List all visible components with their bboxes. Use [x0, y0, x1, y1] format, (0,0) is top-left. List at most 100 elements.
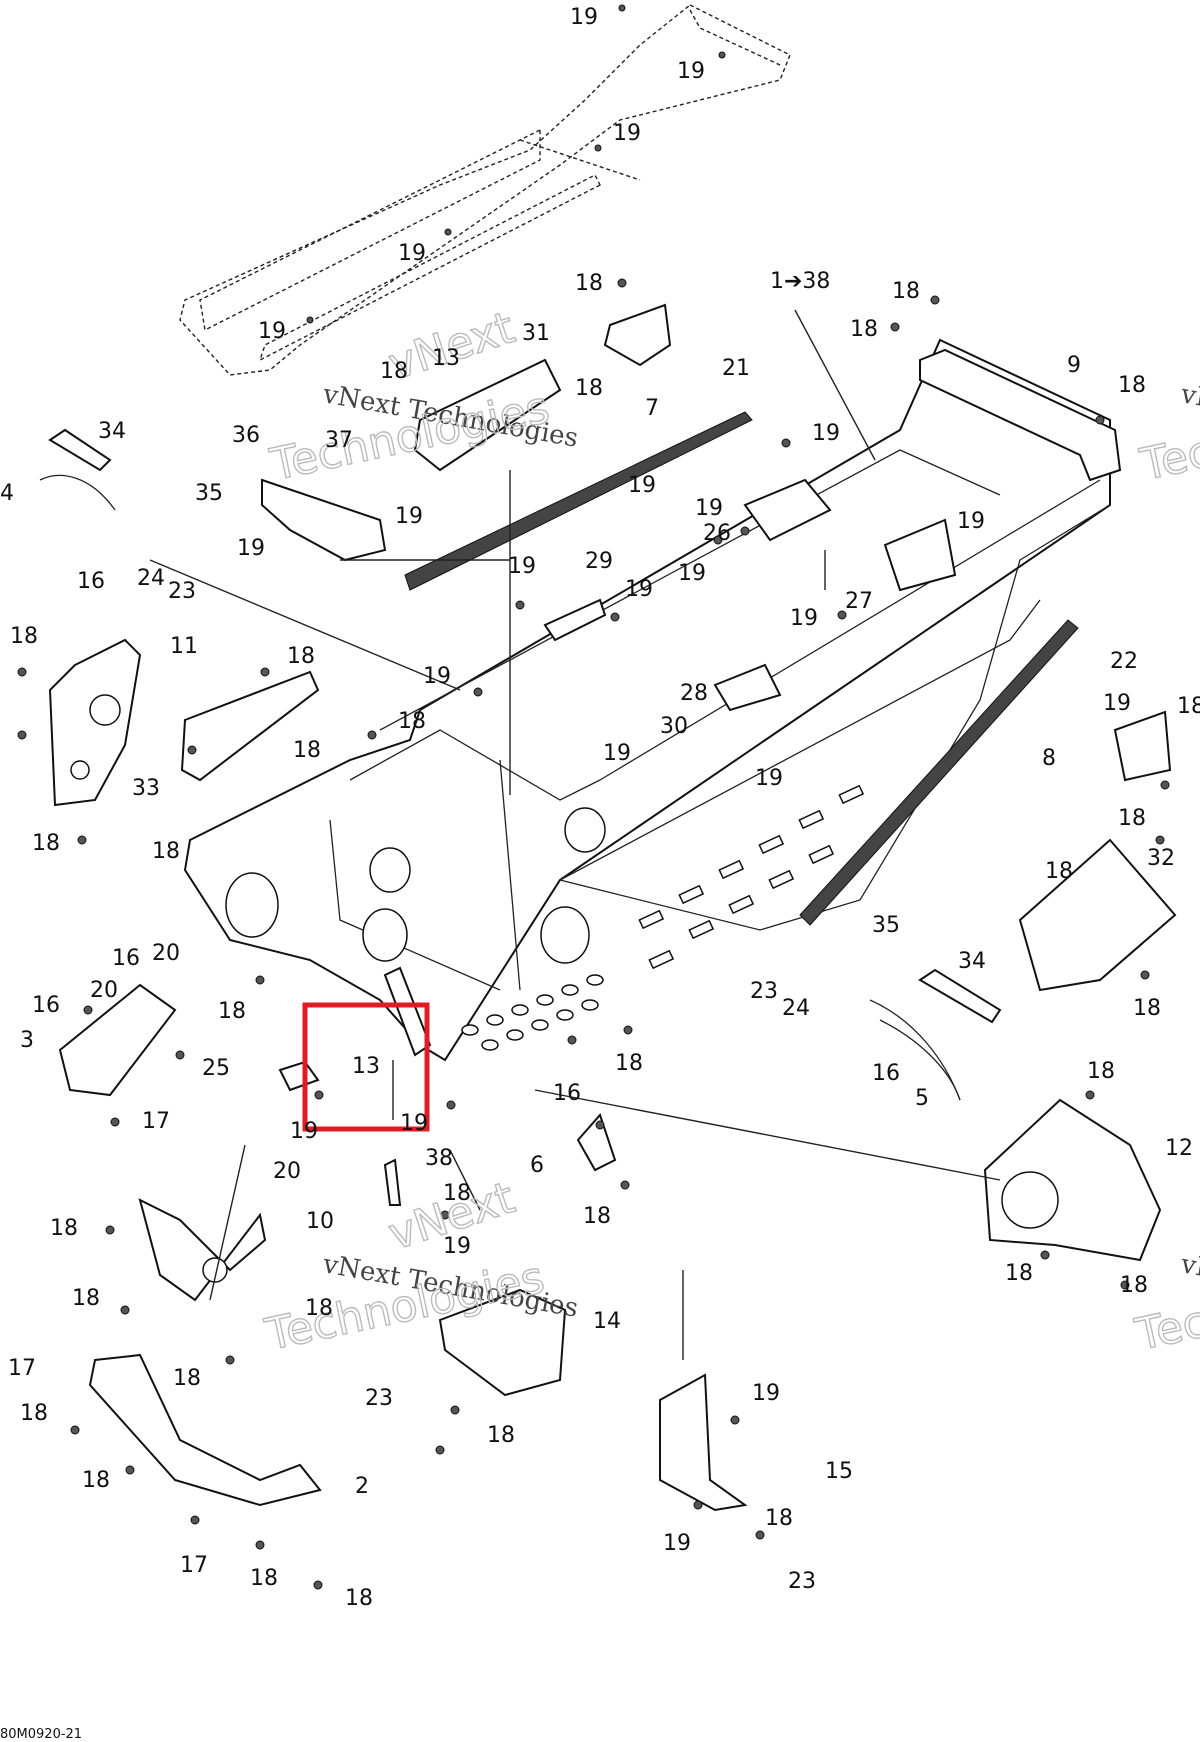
label-19: 19 [508, 554, 536, 579]
rail-22 [799, 619, 1079, 926]
label-18: 18 [173, 1366, 201, 1391]
label-12: 12 [1165, 1136, 1193, 1161]
label-15: 15 [825, 1459, 853, 1484]
label-1-38: 1➔38 [770, 269, 830, 294]
label-18: 18 [1118, 373, 1146, 398]
label-6: 6 [530, 1153, 544, 1178]
label-20: 20 [152, 941, 180, 966]
label-18: 18 [10, 624, 38, 649]
label-19: 19 [755, 766, 783, 791]
bracket-15 [659, 1373, 748, 1512]
label-19: 19 [790, 606, 818, 631]
frame-2 [88, 1353, 322, 1507]
label-17: 17 [8, 1356, 36, 1381]
label-25: 25 [202, 1056, 230, 1081]
fasteners [17, 4, 1170, 1590]
label-13: 13 [432, 346, 460, 371]
bracket-10 [138, 1198, 267, 1302]
label-7: 7 [645, 396, 659, 421]
plate-13b [383, 966, 432, 1057]
support-11 [48, 638, 142, 807]
label-18: 18 [250, 1566, 278, 1591]
bracket-3 [58, 983, 177, 1097]
side-panel-12 [983, 1098, 1162, 1262]
label-16: 16 [553, 1081, 581, 1106]
label-19: 19 [957, 509, 985, 534]
label-18: 18 [345, 1586, 373, 1611]
bracket-36 [261, 478, 387, 562]
callout-labels: 19 19 19 19 19 18 1➔38 18 18 31 13 18 18… [0, 5, 1200, 1742]
diagram-code: 80M0920-21 [0, 1727, 82, 1742]
plate-30 [713, 663, 782, 712]
label-18: 18 [50, 1216, 78, 1241]
label-19: 19 [290, 1119, 318, 1144]
label-18: 18 [1177, 694, 1200, 719]
bracket-38 [383, 1158, 402, 1206]
label-16: 16 [872, 1061, 900, 1086]
label-18: 18 [218, 999, 246, 1024]
label-19: 19 [628, 473, 656, 498]
label-18: 18 [398, 709, 426, 734]
label-18: 18 [1120, 1273, 1148, 1298]
label-29: 29 [585, 549, 613, 574]
label-18: 18 [443, 1181, 471, 1206]
label-30: 30 [660, 714, 688, 739]
bracket-33 [180, 670, 320, 782]
label-34: 34 [98, 419, 126, 444]
label-19: 19 [398, 241, 426, 266]
leader-lines [149, 309, 1001, 1360]
plate-27 [883, 518, 957, 592]
label-37: 37 [325, 428, 353, 453]
rod-5 [869, 999, 961, 1101]
label-19: 19 [395, 504, 423, 529]
label-19: 19 [237, 536, 265, 561]
label-2: 2 [355, 1474, 369, 1499]
label-19: 19 [812, 421, 840, 446]
label-18: 18 [1005, 1261, 1033, 1286]
label-17: 17 [180, 1553, 208, 1578]
label-16: 16 [32, 993, 60, 1018]
bracket-7 [603, 303, 672, 367]
bracket-14 [438, 1288, 567, 1397]
label-18: 18 [305, 1296, 333, 1321]
label-23: 23 [168, 579, 196, 604]
label-9: 9 [1067, 353, 1081, 378]
bracket-31 [413, 358, 562, 472]
label-18: 18 [1045, 859, 1073, 884]
label-19: 19 [400, 1111, 428, 1136]
label-19: 19 [258, 319, 286, 344]
label-18: 18 [20, 1401, 48, 1426]
label-18: 18 [765, 1506, 793, 1531]
label-19: 19 [570, 5, 598, 30]
label-19: 19 [603, 741, 631, 766]
label-18: 18 [487, 1423, 515, 1448]
label-34: 34 [958, 949, 986, 974]
label-18: 18 [152, 839, 180, 864]
label-35: 35 [195, 481, 223, 506]
plate-29 [543, 598, 607, 642]
rear-bracket-9 [919, 348, 1122, 482]
label-18: 18 [32, 831, 60, 856]
label-19: 19 [423, 664, 451, 689]
label-38: 38 [425, 1146, 453, 1171]
label-35: 35 [872, 913, 900, 938]
label-17: 17 [142, 1109, 170, 1134]
label-19: 19 [443, 1234, 471, 1259]
label-19: 19 [695, 496, 723, 521]
top-cover-panel [179, 4, 791, 376]
label-20: 20 [90, 978, 118, 1003]
bracket-6 [576, 1113, 617, 1172]
label-18: 18 [575, 271, 603, 296]
tunnel-frame [183, 338, 1111, 1062]
label-18: 18 [850, 317, 878, 342]
label-19: 19 [678, 561, 706, 586]
label-24: 24 [782, 996, 810, 1021]
plate-26 [743, 478, 832, 542]
bracket-8 [1113, 710, 1172, 782]
bracket-32 [1018, 838, 1177, 992]
label-16: 16 [112, 946, 140, 971]
label-13-highlighted: 13 [352, 1054, 380, 1079]
label-18: 18 [892, 279, 920, 304]
label-18: 18 [380, 359, 408, 384]
